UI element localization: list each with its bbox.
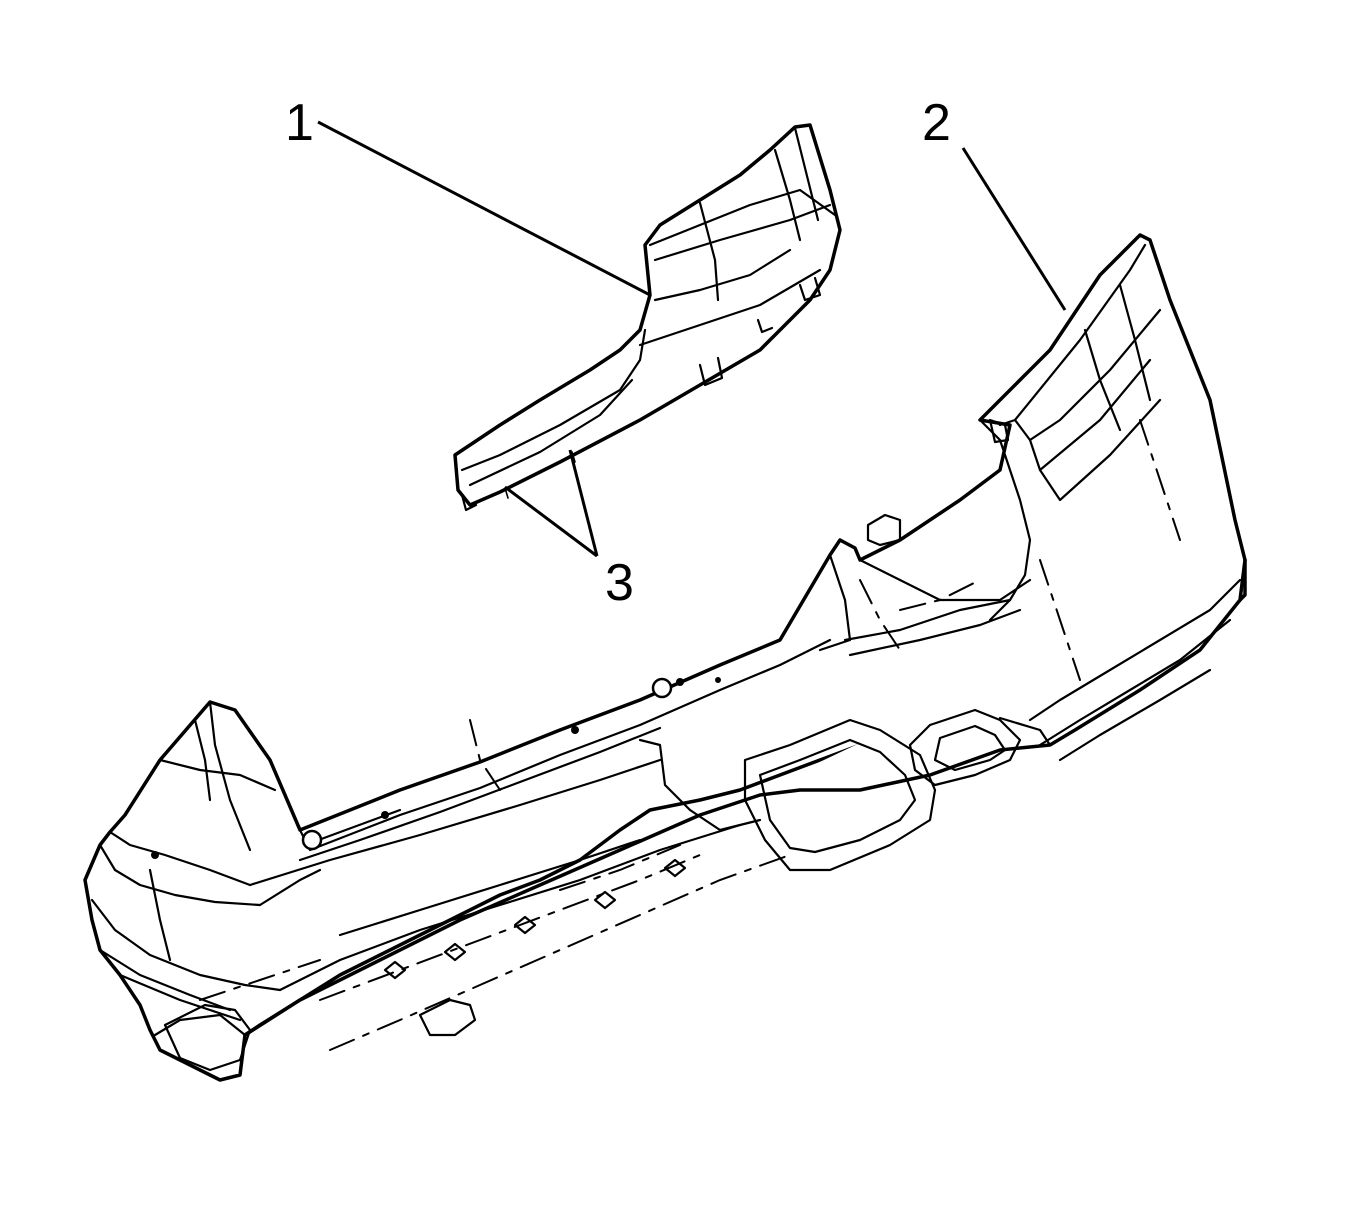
callout-1-leader: [317, 120, 651, 297]
callout-3-leader-b: [568, 449, 599, 557]
callout-1-label: 1: [285, 94, 314, 152]
bumper-fascia-part: [83, 233, 1247, 1082]
callout-3-label: 3: [605, 554, 634, 612]
step-pad-part: [453, 123, 842, 512]
callout-2-label: 2: [922, 94, 951, 152]
callout-3-leader-a: [504, 485, 598, 558]
callout-2-leader: [961, 147, 1067, 311]
